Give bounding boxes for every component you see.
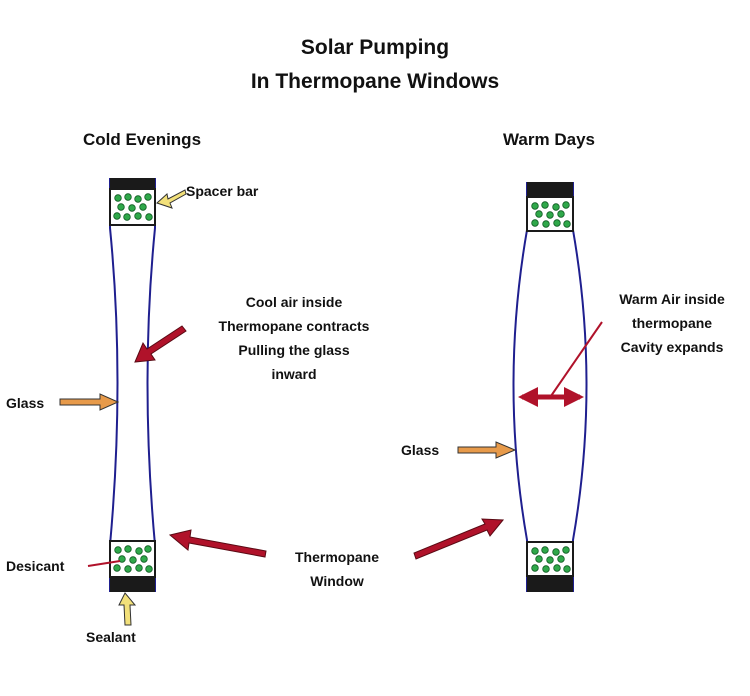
glass-arrow-right [457, 441, 517, 459]
cold-window [109, 178, 156, 592]
cold-top-sealant [110, 178, 155, 189]
spacer-bar-label: Spacer bar [186, 183, 259, 199]
sealant-label: Sealant [86, 629, 136, 645]
glass-label-left: Glass [6, 395, 44, 411]
warm-note-line-1: Warm Air inside [619, 291, 725, 307]
desiccant-label: Desicant [6, 558, 65, 574]
warm-window [512, 182, 588, 592]
cold-window-right-pane [146, 178, 156, 592]
cold-window-left-pane [109, 178, 119, 592]
desiccant-pointer [87, 560, 121, 567]
warm-top-desiccant-beads [531, 201, 571, 228]
spacer-bar-arrow [156, 189, 187, 209]
cold-top-desiccant-beads [113, 193, 153, 221]
cold-note-line-4: inward [271, 366, 316, 382]
glass-label-right: Glass [401, 442, 439, 458]
thermopane-arrow-left [168, 529, 267, 558]
sealant-arrow [118, 592, 137, 626]
cold-note-line-3: Pulling the glass [238, 342, 349, 358]
cold-note-line-1: Cool air inside [246, 294, 343, 310]
cold-evenings-heading: Cold Evenings [83, 130, 201, 149]
glass-arrow-left [59, 393, 120, 411]
warm-bottom-sealant [527, 576, 573, 592]
warm-note-line-3: Cavity expands [621, 339, 724, 355]
title-line-1: Solar Pumping [301, 36, 449, 59]
warm-top-sealant [527, 182, 573, 197]
warm-bottom-desiccant-beads [531, 546, 571, 573]
cold-note-line-2: Thermopane contracts [219, 318, 370, 334]
thermopane-window-label-line-2: Window [310, 573, 364, 589]
warm-days-heading: Warm Days [503, 130, 595, 149]
warm-window-left-pane [512, 182, 528, 592]
warm-note-line-2: thermopane [632, 315, 712, 331]
cold-bottom-desiccant-beads [113, 545, 153, 573]
thermopane-arrow-right [413, 518, 505, 560]
contraction-arrow [134, 325, 187, 363]
warm-window-right-pane [572, 182, 588, 592]
cold-bottom-sealant [110, 577, 155, 592]
thermopane-window-label-line-1: Thermopane [295, 549, 379, 565]
title-line-2: In Thermopane Windows [251, 70, 499, 93]
warm-note-pointer [550, 321, 603, 397]
